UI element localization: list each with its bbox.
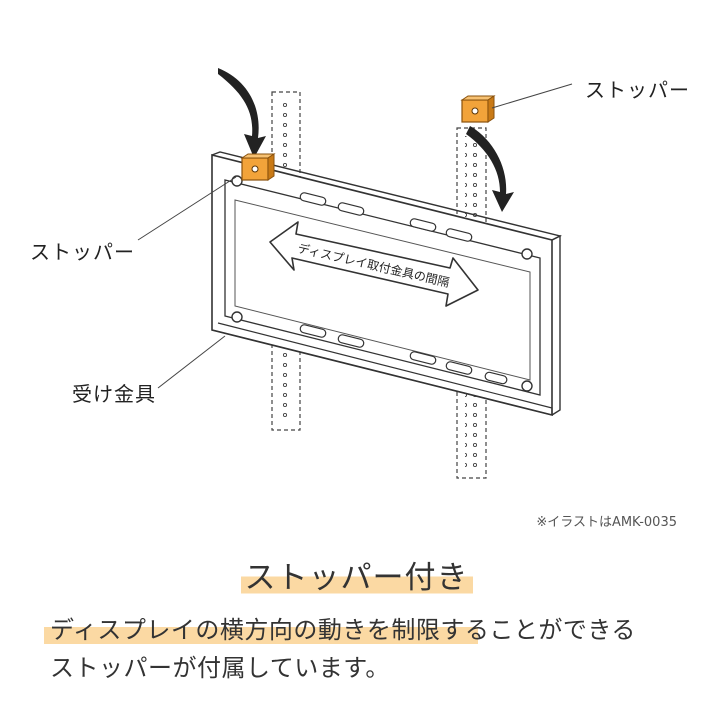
feature-heading: ストッパー付き	[240, 552, 473, 597]
stopper-top-right-label: ストッパー	[585, 78, 690, 102]
model-caption: ※イラストはAMK-0035	[536, 515, 677, 530]
insert-arrow-left-icon	[218, 68, 266, 158]
stopper-left-icon	[240, 153, 276, 181]
receiver-bracket	[211, 151, 563, 417]
description-line-2: ストッパーが付属しています。	[50, 654, 390, 682]
receiver-bracket-label: 受け金具	[72, 382, 156, 406]
leader-lines	[137, 83, 573, 389]
stopper-top-right-icon	[460, 95, 496, 123]
description-line-1: ディスプレイの横方向の動きを制限することができる	[50, 616, 636, 644]
insert-arrow-right-icon	[466, 126, 514, 212]
stopper-left-label: ストッパー	[30, 240, 135, 264]
wall-mount-diagram: ディスプレイ取付金具の間隔	[137, 68, 573, 479]
description-highlight	[44, 627, 478, 644]
